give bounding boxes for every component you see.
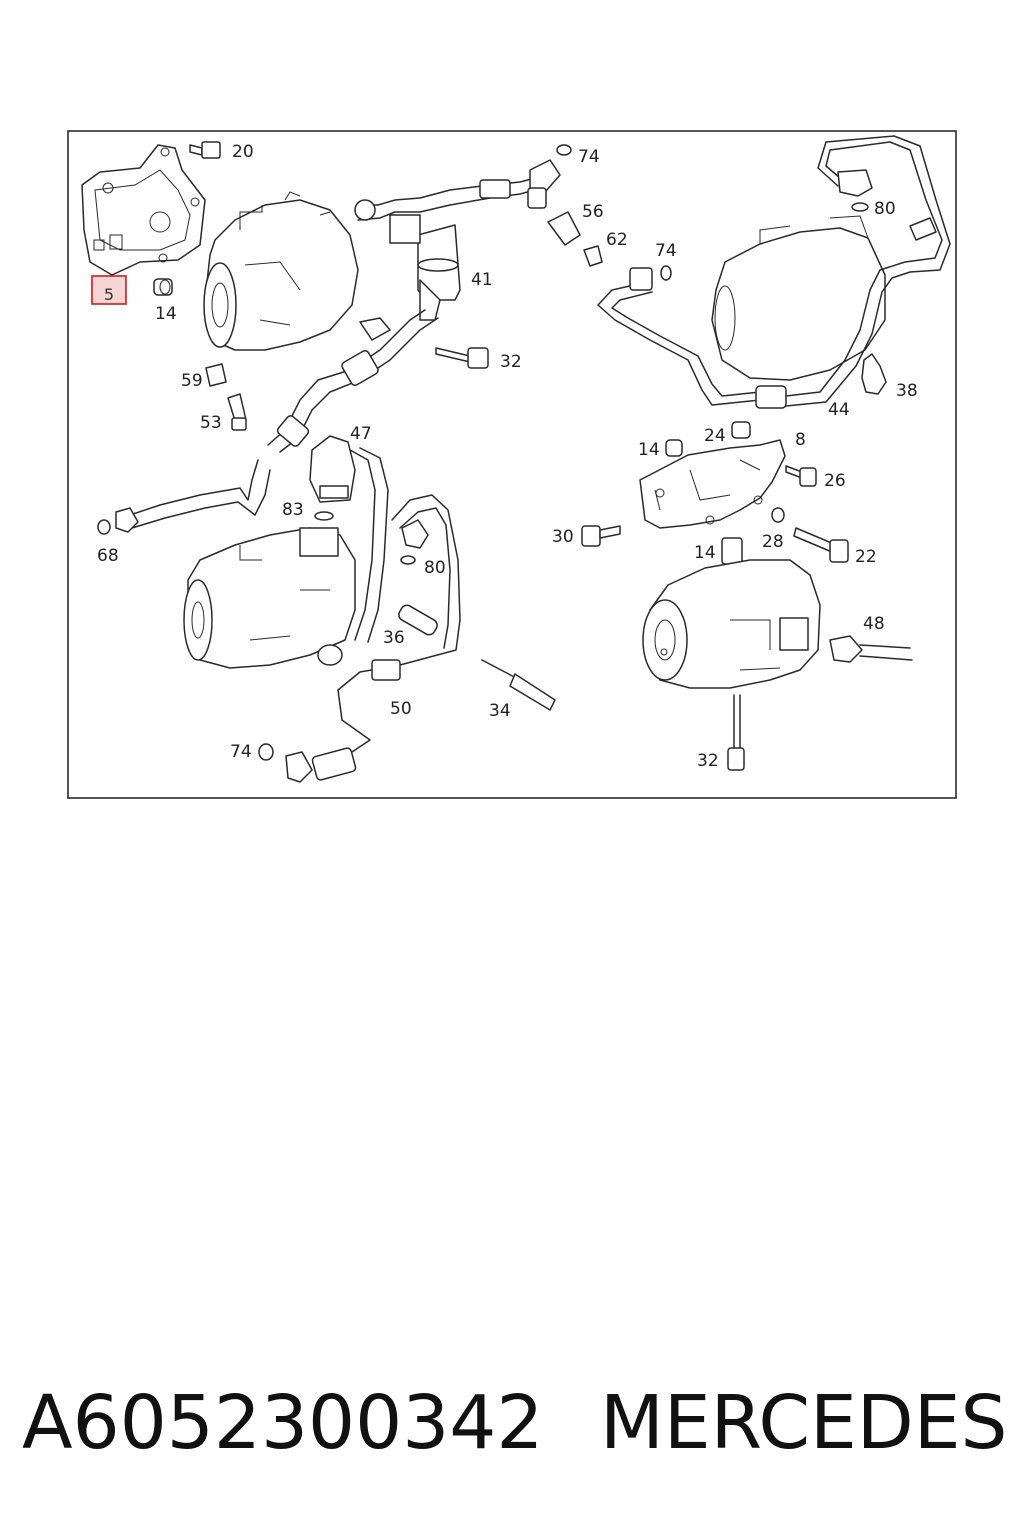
sealing-ring-part-68[interactable] (97, 519, 111, 535)
spacer-sleeve-part-24[interactable] (731, 421, 751, 439)
bolt-part-32-lower[interactable] (727, 694, 745, 771)
compressor-upper-right[interactable] (711, 215, 886, 381)
callout-label-5[interactable]: 5 (104, 285, 114, 304)
liquid-line-68[interactable] (115, 459, 271, 533)
callout-label-24[interactable]: 24 (704, 426, 726, 446)
refrigerant-line-44[interactable] (597, 135, 951, 409)
mounting-bracket-part[interactable] (81, 144, 206, 276)
bolt-part-26[interactable] (785, 465, 817, 487)
callout-label-20[interactable]: 20 (232, 142, 254, 162)
valve-assembly-47[interactable] (309, 435, 389, 643)
callout-label-59[interactable]: 59 (181, 371, 203, 391)
callout-label-36[interactable]: 36 (383, 628, 405, 648)
callout-label-74[interactable]: 74 (655, 241, 677, 261)
callout-label-14[interactable]: 14 (155, 304, 177, 324)
callout-label-38[interactable]: 38 (896, 381, 918, 401)
compressor-bracket-8[interactable] (639, 439, 786, 529)
sealing-ring-part-74-upper-right[interactable] (660, 265, 672, 281)
pressure-switch-part[interactable] (547, 211, 581, 246)
receiver-drier-part[interactable] (417, 224, 461, 321)
bolt-part[interactable] (189, 141, 221, 159)
callout-label-53[interactable]: 53 (200, 413, 222, 433)
callout-label-32[interactable]: 32 (697, 751, 719, 771)
spacer-sleeve-part-14-right[interactable] (665, 439, 683, 457)
callout-label-14[interactable]: 14 (638, 440, 660, 460)
part-number-caption: A6052300342 (22, 1380, 544, 1466)
callout-label-44[interactable]: 44 (828, 400, 850, 420)
callout-label-14[interactable]: 14 (694, 543, 716, 563)
callout-label-80[interactable]: 80 (874, 199, 896, 219)
callout-label-41[interactable]: 41 (471, 270, 493, 290)
callout-label-47[interactable]: 47 (350, 424, 372, 444)
stud-bolt-part-34[interactable] (481, 659, 556, 711)
highlight-box-part-5 (91, 275, 127, 305)
callout-label-74[interactable]: 74 (230, 742, 252, 762)
bolt-part-22[interactable] (793, 527, 849, 563)
sealing-ring-part[interactable] (556, 144, 572, 156)
valve-cap-part[interactable] (583, 245, 603, 267)
hose-fitting-part[interactable] (527, 159, 561, 209)
compressor-middle-left[interactable] (183, 527, 356, 669)
washer-part-28[interactable] (771, 507, 785, 523)
callout-label-26[interactable]: 26 (824, 471, 846, 491)
sealing-ring-part-74-lower[interactable] (258, 743, 274, 761)
spacer-sleeve-part[interactable] (153, 278, 173, 296)
callout-label-68[interactable]: 68 (97, 546, 119, 566)
callout-label-8[interactable]: 8 (795, 430, 806, 450)
fitting-part-80-lower[interactable] (401, 519, 429, 549)
callout-label-83[interactable]: 83 (282, 500, 304, 520)
hose-line-41[interactable] (267, 177, 536, 453)
callout-label-32[interactable]: 32 (500, 352, 522, 372)
callout-label-30[interactable]: 30 (552, 527, 574, 547)
brand-name-caption: MERCEDES (600, 1380, 1008, 1466)
callout-label-50[interactable]: 50 (390, 699, 412, 719)
compressor-upper-left[interactable] (203, 191, 359, 351)
callout-label-80[interactable]: 80 (424, 558, 446, 578)
spacer-sleeve-part-36[interactable] (397, 603, 440, 637)
pressure-switch-part-53[interactable] (227, 393, 247, 431)
callout-label-62[interactable]: 62 (606, 230, 628, 250)
sealing-ring-part-83[interactable] (314, 511, 334, 521)
bolt-part-32-upper[interactable] (435, 347, 489, 369)
callout-label-34[interactable]: 34 (489, 701, 511, 721)
valve-cap-part-59[interactable] (205, 363, 227, 387)
compressor-lower-right[interactable] (642, 559, 821, 689)
callout-label-22[interactable]: 22 (855, 547, 877, 567)
spacer-sleeve-part-14-lower[interactable] (721, 537, 743, 565)
sealing-ring-part-80-upper[interactable] (851, 202, 869, 212)
callout-label-48[interactable]: 48 (863, 614, 885, 634)
callout-label-56[interactable]: 56 (582, 202, 604, 222)
sealing-ring-part-80-lower[interactable] (400, 555, 416, 565)
callout-label-28[interactable]: 28 (762, 532, 784, 552)
wiring-connector-48[interactable] (829, 635, 913, 663)
bolt-part-30[interactable] (581, 525, 621, 547)
clamp-part-38[interactable] (861, 353, 887, 395)
callout-label-74[interactable]: 74 (578, 147, 600, 167)
discharge-line-50[interactable] (285, 494, 461, 783)
